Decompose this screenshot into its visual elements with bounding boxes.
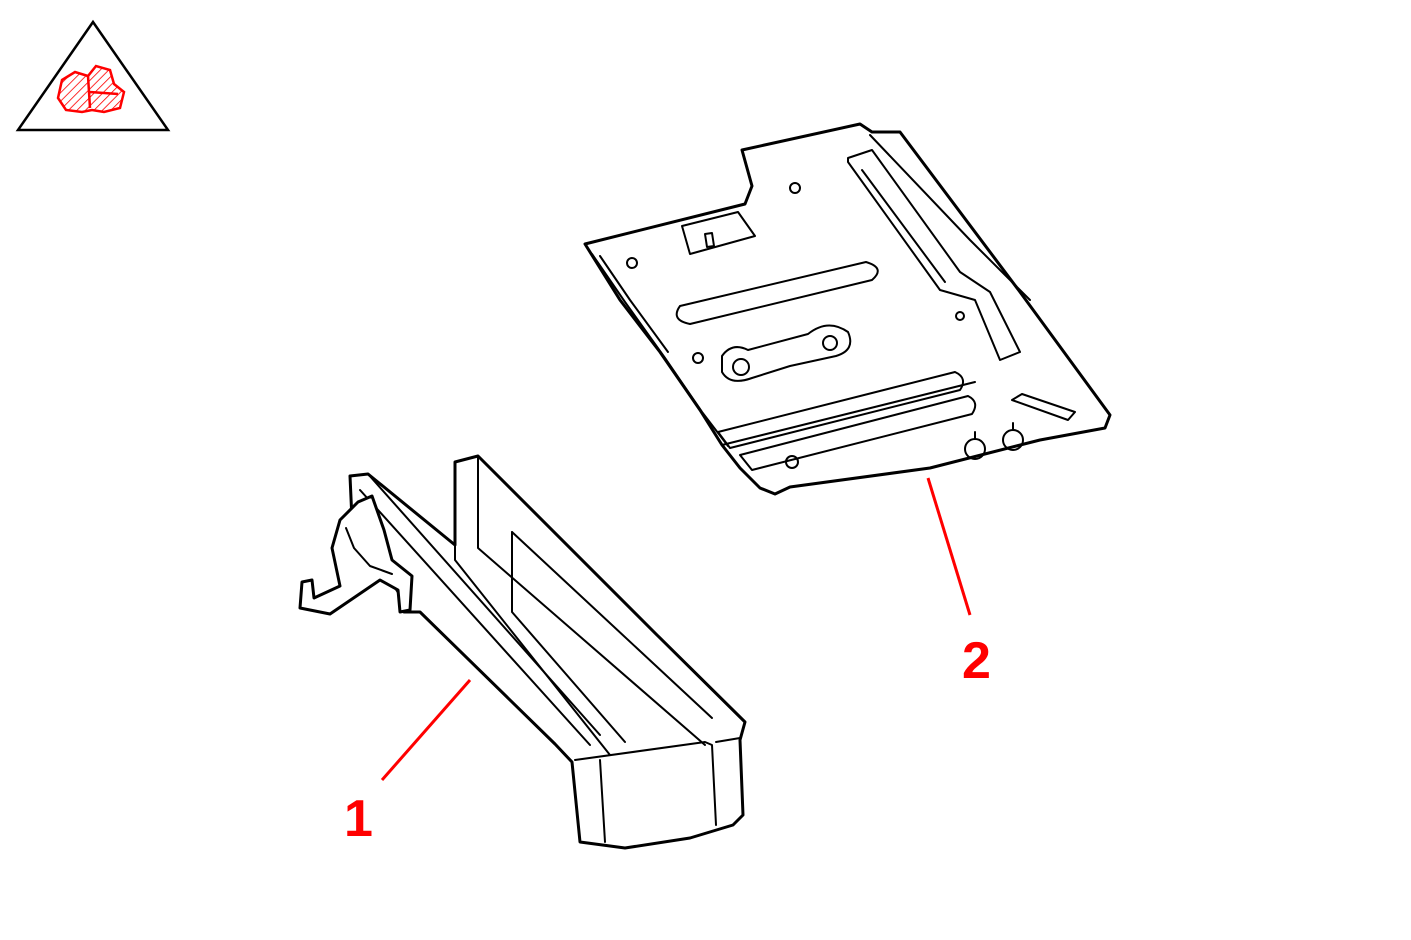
hatched-blob-icon xyxy=(56,64,126,114)
hatched-blob-divider xyxy=(86,75,119,109)
warning-triangle-hatched-icon xyxy=(15,19,171,132)
callout-2-label: 2 xyxy=(962,632,991,690)
callout-2-leader xyxy=(926,477,972,616)
callout-1-label: 1 xyxy=(344,790,373,848)
callout-1-leader xyxy=(380,679,472,781)
part-2-floor-panel xyxy=(583,122,1112,496)
part-1-channel-bracket xyxy=(298,454,747,850)
